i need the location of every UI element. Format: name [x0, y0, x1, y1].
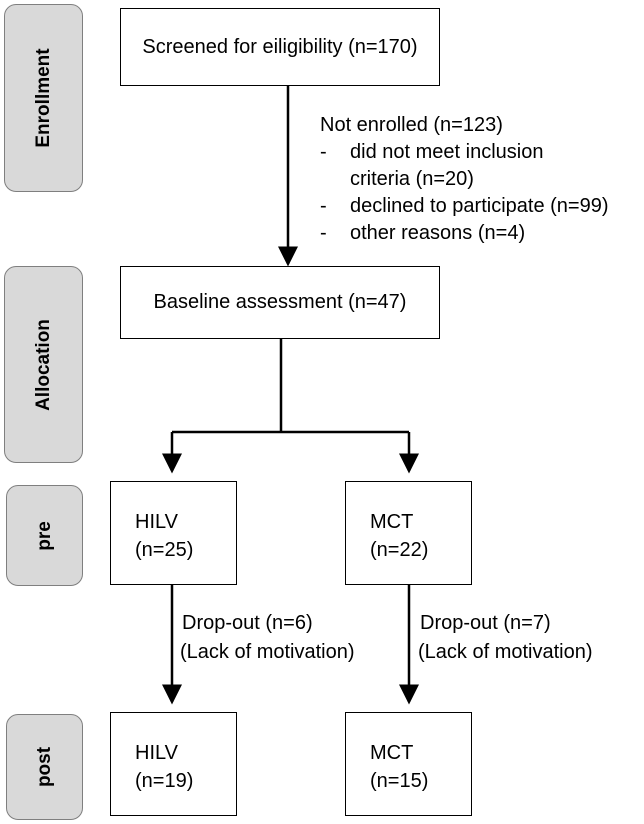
- phase-label-pre-text: pre: [33, 520, 55, 551]
- mct-pre-name: MCT: [370, 511, 414, 533]
- mct-dropout-count: Drop-out (n=7): [420, 612, 551, 634]
- baseline-text: Baseline assessment (n=47): [153, 291, 407, 313]
- hilv-post-name: HILV: [135, 742, 178, 764]
- mct-post-name: MCT: [370, 742, 414, 764]
- hilv-dropout-count: Drop-out (n=6): [182, 612, 313, 634]
- not-enrolled-title: Not enrolled (n=123): [320, 114, 503, 136]
- phase-label-allocation: Allocation: [4, 266, 83, 463]
- phase-label-post-text: post: [33, 746, 55, 788]
- not-enrolled-reasons: - did not meet inclusion criteria (n=20)…: [320, 139, 620, 249]
- bullet-2: -: [320, 195, 327, 217]
- hilv-pre-box: HILV (n=25): [110, 481, 237, 585]
- bullet-3: -: [320, 222, 327, 244]
- mct-pre-count: (n=22): [370, 539, 429, 561]
- reason-3: other reasons (n=4): [350, 222, 526, 244]
- hilv-dropout-reason: (Lack of motivation): [180, 641, 355, 663]
- hilv-post-box: HILV (n=19): [110, 712, 237, 816]
- reason-2: declined to participate (n=99): [350, 195, 609, 217]
- hilv-post-count: (n=19): [135, 770, 194, 792]
- mct-pre-box: MCT (n=22): [345, 481, 472, 585]
- mct-dropout-reason: (Lack of motivation): [418, 641, 593, 663]
- screened-text: Screened for eiligibility (n=170): [142, 35, 418, 58]
- hilv-pre-name: HILV: [135, 511, 178, 533]
- phase-label-enrollment-text: Enrollment: [32, 48, 54, 148]
- mct-post-box: MCT (n=15): [345, 712, 472, 816]
- baseline-box: Baseline assessment (n=47): [120, 266, 440, 339]
- bullet-1: -: [320, 141, 327, 163]
- phase-label-allocation-text: Allocation: [32, 318, 54, 411]
- hilv-pre-count: (n=25): [135, 539, 194, 561]
- phase-label-post: post: [6, 714, 83, 820]
- reason-1: did not meet inclusion: [350, 141, 544, 163]
- screened-box: Screened for eiligibility (n=170): [120, 8, 440, 86]
- mct-post-count: (n=15): [370, 770, 429, 792]
- phase-label-enrollment: Enrollment: [4, 4, 83, 192]
- reason-1-continued: criteria (n=20): [350, 168, 474, 190]
- phase-label-pre: pre: [6, 485, 83, 586]
